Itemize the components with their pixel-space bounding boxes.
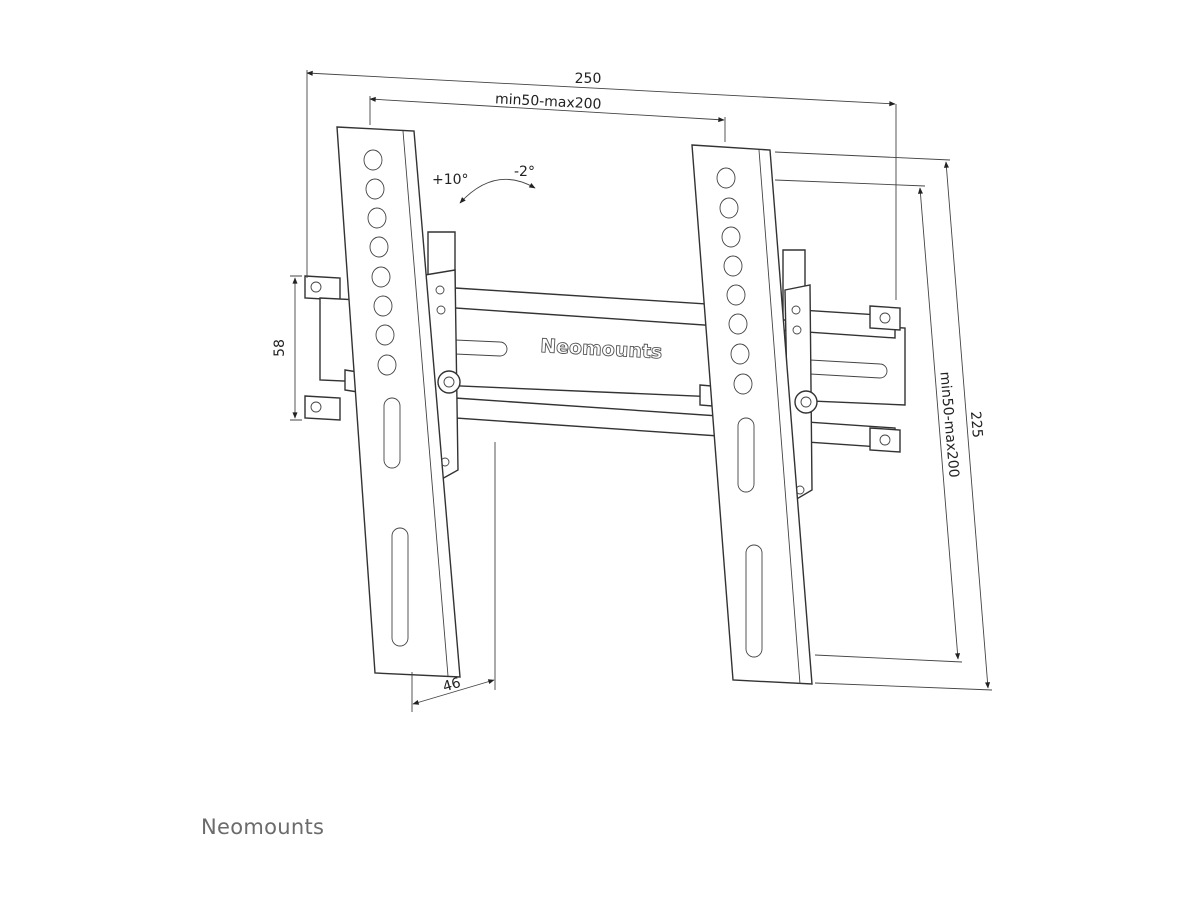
left-vertical-bar [336,126,461,678]
dimension-bar-width: 46 [441,675,463,696]
dimension-overall-width: 250 [575,71,602,87]
bracket-brand-label: Neomounts [540,335,663,363]
footer-logo: Neomounts [201,815,325,839]
right-vertical-bar [691,144,813,685]
dimension-overall-height: 225 [967,411,985,439]
tilt-up-label: +10° [432,172,469,188]
tilt-down-label: -2° [514,164,535,180]
dimension-vesa-horizontal: min50-max200 [495,91,602,113]
dimension-vesa-vertical: min50-max200 [936,371,961,478]
dimension-rail-height: 58 [272,339,288,357]
dimension-lines [290,70,993,712]
